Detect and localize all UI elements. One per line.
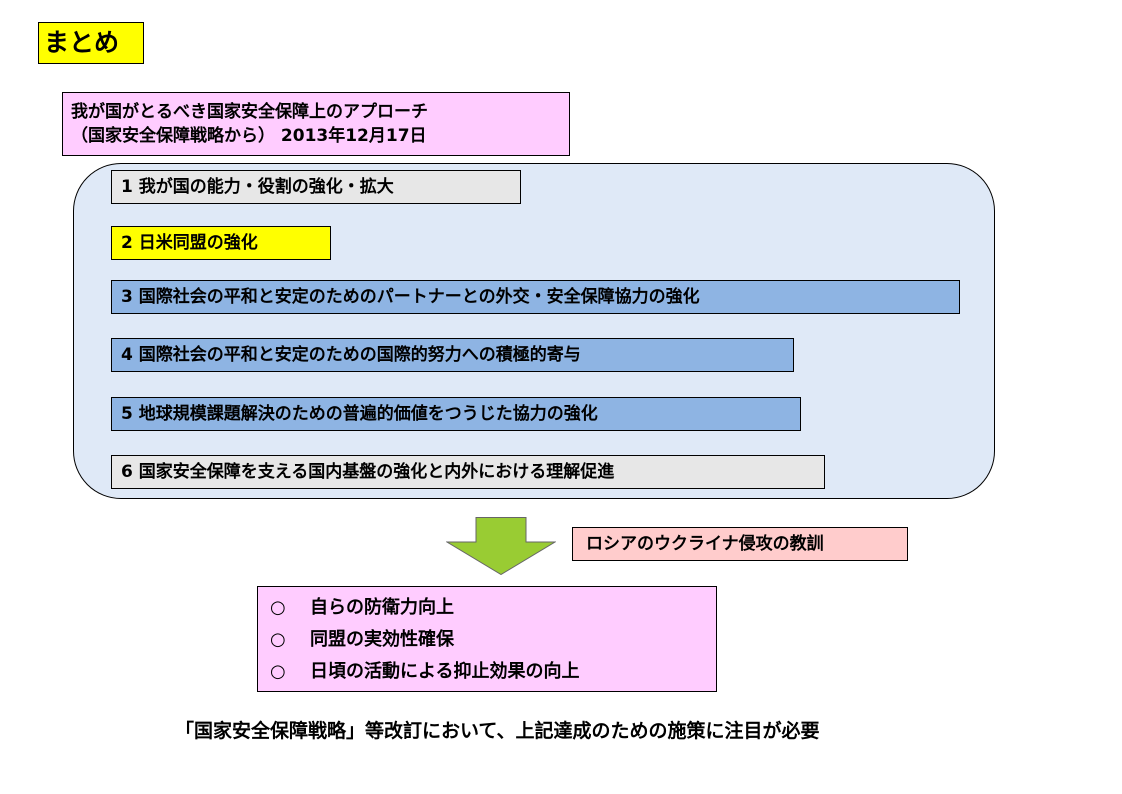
conclusion-box: ○ 自らの防衛力向上 ○ 同盟の実効性確保 ○ 日頃の活動による抑止効果の向上 <box>257 586 717 692</box>
approach-panel <box>73 163 995 499</box>
approach-item-3: 3 国際社会の平和と安定のためのパートナーとの外交・安全保障協力の強化 <box>111 280 960 314</box>
approach-header-line1: 我が国がとるべき国家安全保障上のアプローチ <box>71 102 428 122</box>
conclusion-text: 自らの防衛力向上 <box>310 597 454 618</box>
approach-item-5: 5 地球規模課題解決のための普遍的価値をつうじた協力の強化 <box>111 397 801 431</box>
approach-item-1: 1 我が国の能力・役割の強化・拡大 <box>111 170 521 204</box>
circle-marker-icon: ○ <box>270 629 286 650</box>
circle-marker-icon: ○ <box>270 661 286 682</box>
approach-header: 我が国がとるべき国家安全保障上のアプローチ （国家安全保障戦略から） 2013年… <box>62 92 570 156</box>
conclusion-text: 日頃の活動による抑止効果の向上 <box>310 661 580 682</box>
down-arrow-icon <box>446 517 556 575</box>
approach-item-4: 4 国際社会の平和と安定のための国際的努力への積極的寄与 <box>111 338 794 372</box>
circle-marker-icon: ○ <box>270 597 286 618</box>
conclusion-point-2: ○ 同盟の実効性確保 <box>270 624 716 656</box>
lesson-label: ロシアのウクライナ侵攻の教訓 <box>572 527 908 561</box>
conclusion-point-3: ○ 日頃の活動による抑止効果の向上 <box>270 656 716 688</box>
approach-item-6: 6 国家安全保障を支える国内基盤の強化と内外における理解促進 <box>111 455 825 489</box>
footnote: 「国家安全保障戦略」等改訂において、上記達成のための施策に注目が必要 <box>175 720 820 742</box>
approach-header-line2: （国家安全保障戦略から） 2013年12月17日 <box>71 126 427 146</box>
approach-item-2: 2 日米同盟の強化 <box>111 226 331 260</box>
conclusion-text: 同盟の実効性確保 <box>310 629 454 650</box>
page-title: まとめ <box>38 22 144 64</box>
conclusion-point-1: ○ 自らの防衛力向上 <box>270 592 716 624</box>
